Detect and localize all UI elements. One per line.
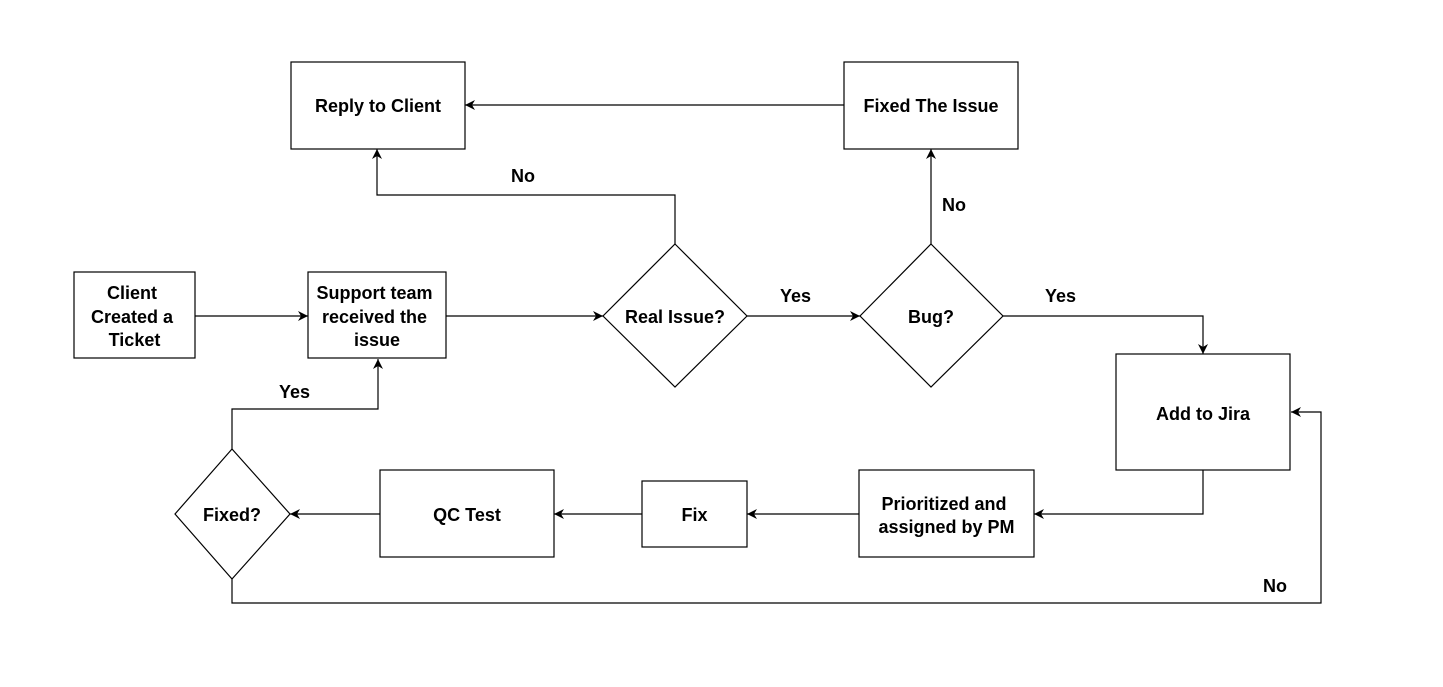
node-prioritized-assigned: Prioritized and assigned by PM [858,469,1035,558]
node-label-line: Client [107,283,157,303]
node-label: Real Issue? [625,307,725,327]
node-fix: Fix [641,480,748,548]
svg-text:Support team received th: Support team received the issue [316,283,437,350]
node-label: Fix [681,505,707,525]
edge-label-fixed-no: No [1263,576,1287,596]
node-fixed-decision: Fixed? [174,448,291,580]
edge-real-issue-no-to-reply [372,149,676,244]
edges [195,100,1322,604]
node-client-created-ticket: Client Created a Ticket [73,271,196,359]
svg-text:Prioritized and assigned: Prioritized and assigned by PM [878,494,1014,537]
node-real-issue-decision: Real Issue? [602,243,748,388]
edge-bug-yes-to-jira [1003,315,1208,354]
node-fixed-the-issue: Fixed The Issue [843,61,1019,150]
edge-label-bug-no: No [942,195,966,215]
node-label-line: Support team [316,283,432,303]
node-label-line: issue [354,330,400,350]
edge-label-real-issue-yes: Yes [780,286,811,306]
edge-label-bug-yes: Yes [1045,286,1076,306]
node-label: Fixed The Issue [863,96,998,116]
node-label: Bug? [908,307,954,327]
edge-fixed-q-no-to-jira [231,407,1322,604]
node-qc-test: QC Test [379,469,555,558]
node-bug-decision: Bug? [859,243,1004,388]
node-label-line: Prioritized and [881,494,1006,514]
edge-label-fixed-yes: Yes [279,382,310,402]
node-support-team-received: Support team received the issue [307,271,447,359]
edge-jira-to-prioritized [1034,470,1204,519]
node-label-line: Created a [91,307,174,327]
svg-text:Client Created a T: Client Created a Ticket [91,283,178,350]
node-label-line: Ticket [109,330,161,350]
node-label: Reply to Client [315,96,441,116]
node-label: QC Test [433,505,501,525]
node-add-to-jira: Add to Jira [1115,353,1291,471]
edge-fixed-q-yes-to-support [231,359,383,449]
edge-labels: No Yes No Yes Yes No [279,166,1287,596]
edge-label-real-issue-no: No [511,166,535,186]
node-label-line: assigned by PM [878,517,1014,537]
node-reply-to-client: Reply to Client [290,61,466,150]
node-label: Add to Jira [1156,404,1251,424]
node-label-line: received the [322,307,427,327]
node-label: Fixed? [203,505,261,525]
